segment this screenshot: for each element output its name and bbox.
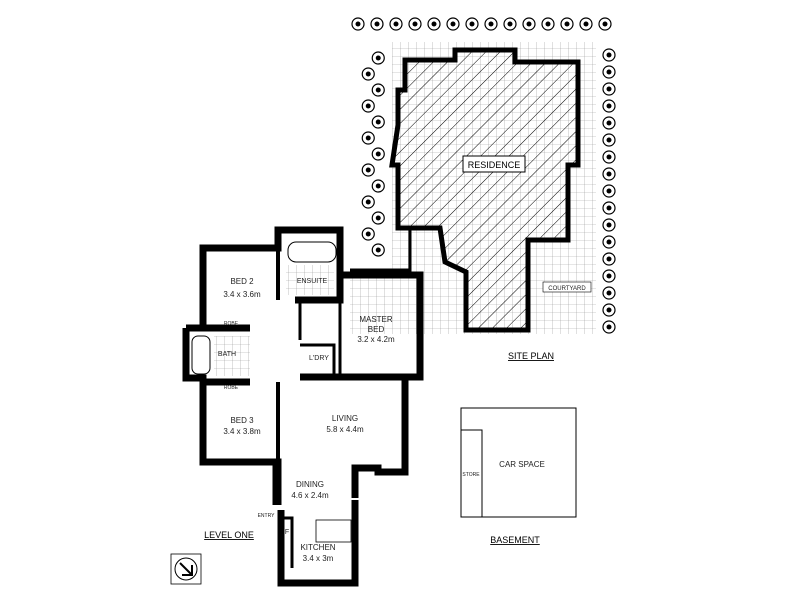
shrub-icon [602, 235, 616, 249]
north-arrow-icon [170, 553, 202, 585]
shrub-icon [361, 131, 375, 145]
shrub-icon [446, 17, 460, 31]
shrub-icon [371, 243, 385, 257]
robe-label-bed2: ROBE [224, 321, 239, 327]
ensuite-bathtub [287, 241, 337, 263]
residence-label-box [462, 155, 526, 173]
store-label: STORE [462, 472, 480, 478]
shrub-icon [602, 65, 616, 79]
shrub-icon [602, 269, 616, 283]
bed2-size: 3.4 x 3.6m [223, 290, 261, 299]
shrub-icon [361, 195, 375, 209]
shrub-icon [602, 201, 616, 215]
courtyard-label: COURTYARD [548, 286, 586, 292]
residence-footprint [389, 47, 581, 333]
site-plan: RESIDENCE COURTYARD SITE PLAN [350, 14, 622, 361]
car-space-label: CAR SPACE [499, 460, 545, 469]
bed3-label: BED 3 [230, 416, 254, 425]
shrub-icon [602, 167, 616, 181]
shrub-icon [602, 303, 616, 317]
shrub-icon [602, 133, 616, 147]
shrub-icon [541, 17, 555, 31]
kitchen-label: KITCHEN [300, 543, 335, 552]
bath-tiles [214, 336, 250, 376]
level-one-title: LEVEL ONE [204, 530, 254, 540]
shrub-icon [371, 51, 385, 65]
store-outline [460, 429, 483, 518]
bath-bathtub [191, 335, 211, 375]
site-plan-title: SITE PLAN [508, 351, 554, 361]
courtyard-label-box [542, 281, 592, 293]
kitchen-bench [315, 519, 352, 543]
shrub-icon [598, 17, 612, 31]
shrub-icon [361, 99, 375, 113]
ensuite-label: ENSUITE [297, 278, 328, 285]
shrub-icon [579, 17, 593, 31]
robe-label-bed3: ROBE [224, 385, 239, 391]
dining-label: DINING [296, 480, 324, 489]
shrub-icon [371, 115, 385, 129]
master-bed-label-2: BED [368, 325, 385, 334]
shrub-icon [361, 67, 375, 81]
boundary-wall [350, 228, 412, 272]
shrub-icon [602, 286, 616, 300]
shrub-icon [602, 184, 616, 198]
shrub-icon [371, 147, 385, 161]
laundry-label: L'DRY [309, 355, 329, 362]
walls [182, 226, 424, 587]
master-bed-size: 3.2 x 4.2m [357, 335, 395, 344]
level-one-plan: BED 2 3.4 x 3.6m MASTER BED 3.2 x 4.2m B… [170, 226, 424, 587]
shrub-icon [602, 150, 616, 164]
shrub-icon [427, 17, 441, 31]
shrub-icon [361, 227, 375, 241]
shrub-icon [522, 17, 536, 31]
living-size: 5.8 x 4.4m [326, 425, 364, 434]
shrub-icon [389, 17, 403, 31]
shrub-icon [484, 17, 498, 31]
shrub-icon [408, 17, 422, 31]
shrub-icon [371, 83, 385, 97]
shrub-icon [370, 17, 384, 31]
shrub-icon [361, 163, 375, 177]
shrub-icon [602, 48, 616, 62]
ensuite-tiles [286, 265, 334, 295]
shrub-icon [351, 17, 365, 31]
residence-label: RESIDENCE [468, 160, 521, 170]
bed2-label: BED 2 [230, 277, 254, 286]
shrub-icon [560, 17, 574, 31]
kitchen-size: 3.4 x 3m [303, 554, 334, 563]
shrub-icon [602, 320, 616, 334]
master-bed-label: MASTER [359, 315, 393, 324]
shrub-icon [602, 82, 616, 96]
entry-label: ENTRY [258, 513, 276, 519]
shrub-icon [503, 17, 517, 31]
fridge-label: F [285, 529, 289, 536]
basement-plan: CAR SPACE STORE BASEMENT [460, 407, 577, 545]
bath-label: BATH [218, 351, 236, 358]
shrub-icon [371, 179, 385, 193]
basement-title: BASEMENT [490, 535, 540, 545]
shrub-icon [602, 252, 616, 266]
living-label: LIVING [332, 414, 358, 423]
shrub-icon [371, 211, 385, 225]
shrub-icon [465, 17, 479, 31]
shrub-icon [602, 99, 616, 113]
shrub-icon [602, 218, 616, 232]
bed3-size: 3.4 x 3.8m [223, 427, 261, 436]
shrub-icon [602, 116, 616, 130]
dining-size: 4.6 x 2.4m [291, 491, 329, 500]
